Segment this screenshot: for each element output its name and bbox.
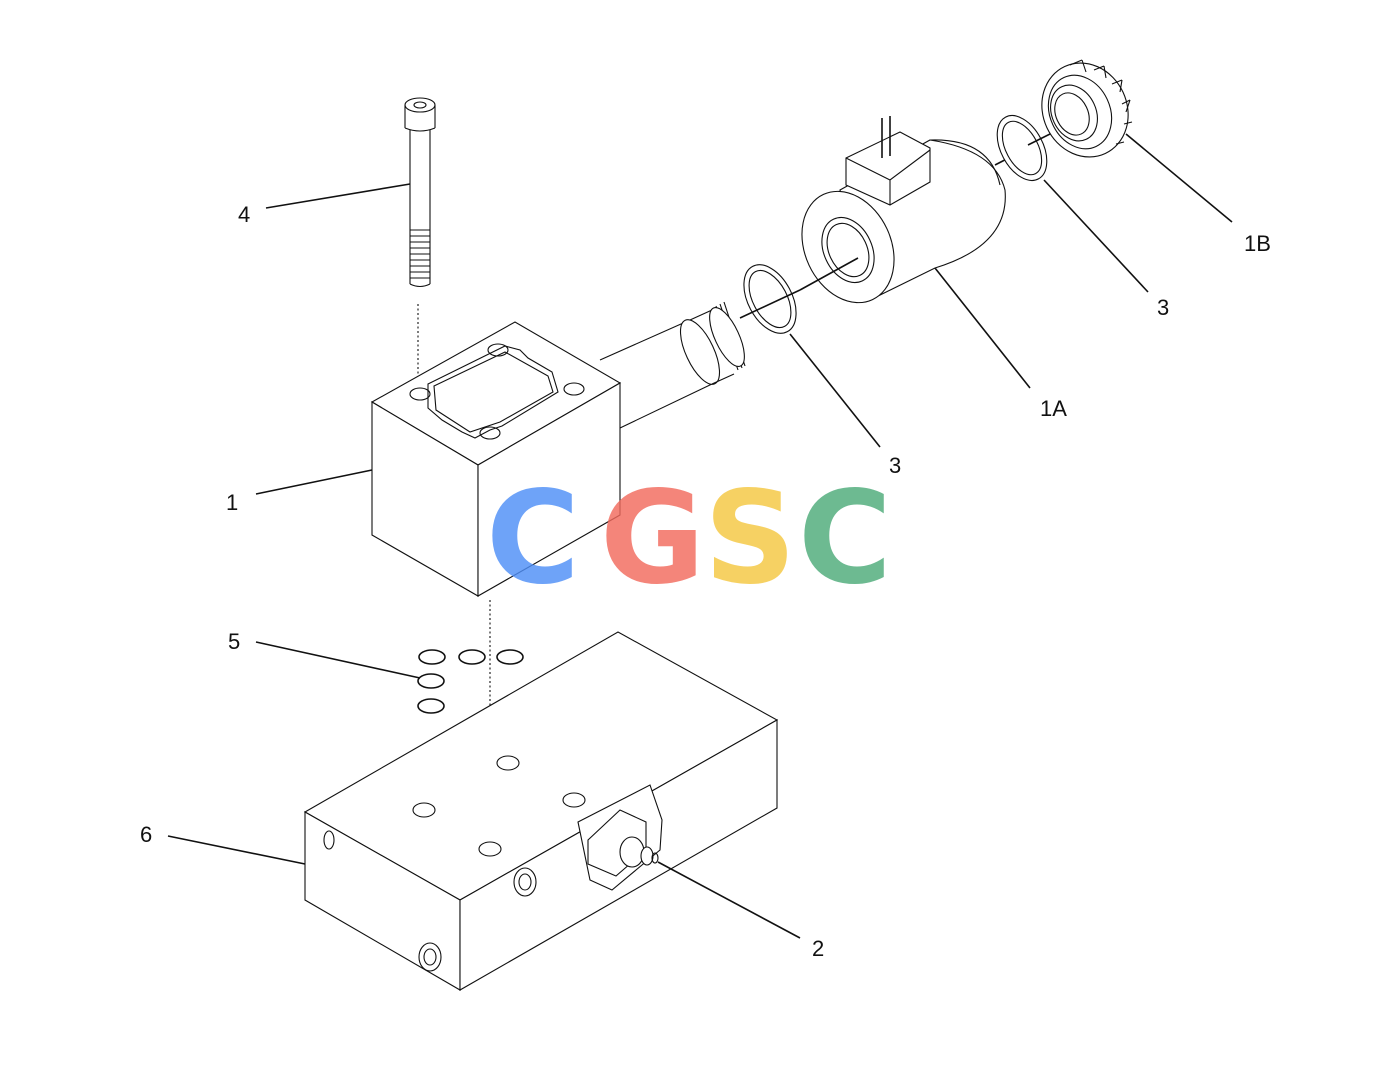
leader-lines [167, 133, 1233, 939]
o-ring-part-3-lower [743, 264, 797, 334]
bolt-part-4 [404, 97, 436, 288]
nut-part-1b [1041, 59, 1133, 158]
solenoid-stem-tube [599, 301, 746, 429]
watermark-letter-s: S [704, 464, 796, 613]
callout-1b: 1B [1244, 231, 1271, 256]
o-rings-part-5 [417, 649, 524, 714]
callout-6: 6 [140, 822, 152, 847]
watermark-letter-g: G [600, 464, 705, 613]
manifold-block-part-6 [303, 631, 779, 991]
callout-5: 5 [228, 629, 240, 654]
o-ring-axis-line [739, 289, 801, 319]
callout-3-upper: 3 [1157, 295, 1169, 320]
coil-part-1a [801, 116, 1006, 304]
callout-2: 2 [812, 936, 824, 961]
sensor-part-2 [577, 784, 663, 891]
callout-3-lower: 3 [889, 453, 901, 478]
watermark-letter-c2: C [798, 464, 892, 613]
valve-body-part-1 [370, 321, 622, 597]
watermark-letter-c1: C [486, 464, 580, 613]
cgsc-watermark-logo: C G S C [486, 464, 892, 613]
callout-1a: 1A [1040, 396, 1067, 421]
callout-1: 1 [226, 490, 238, 515]
callout-4: 4 [238, 202, 250, 227]
